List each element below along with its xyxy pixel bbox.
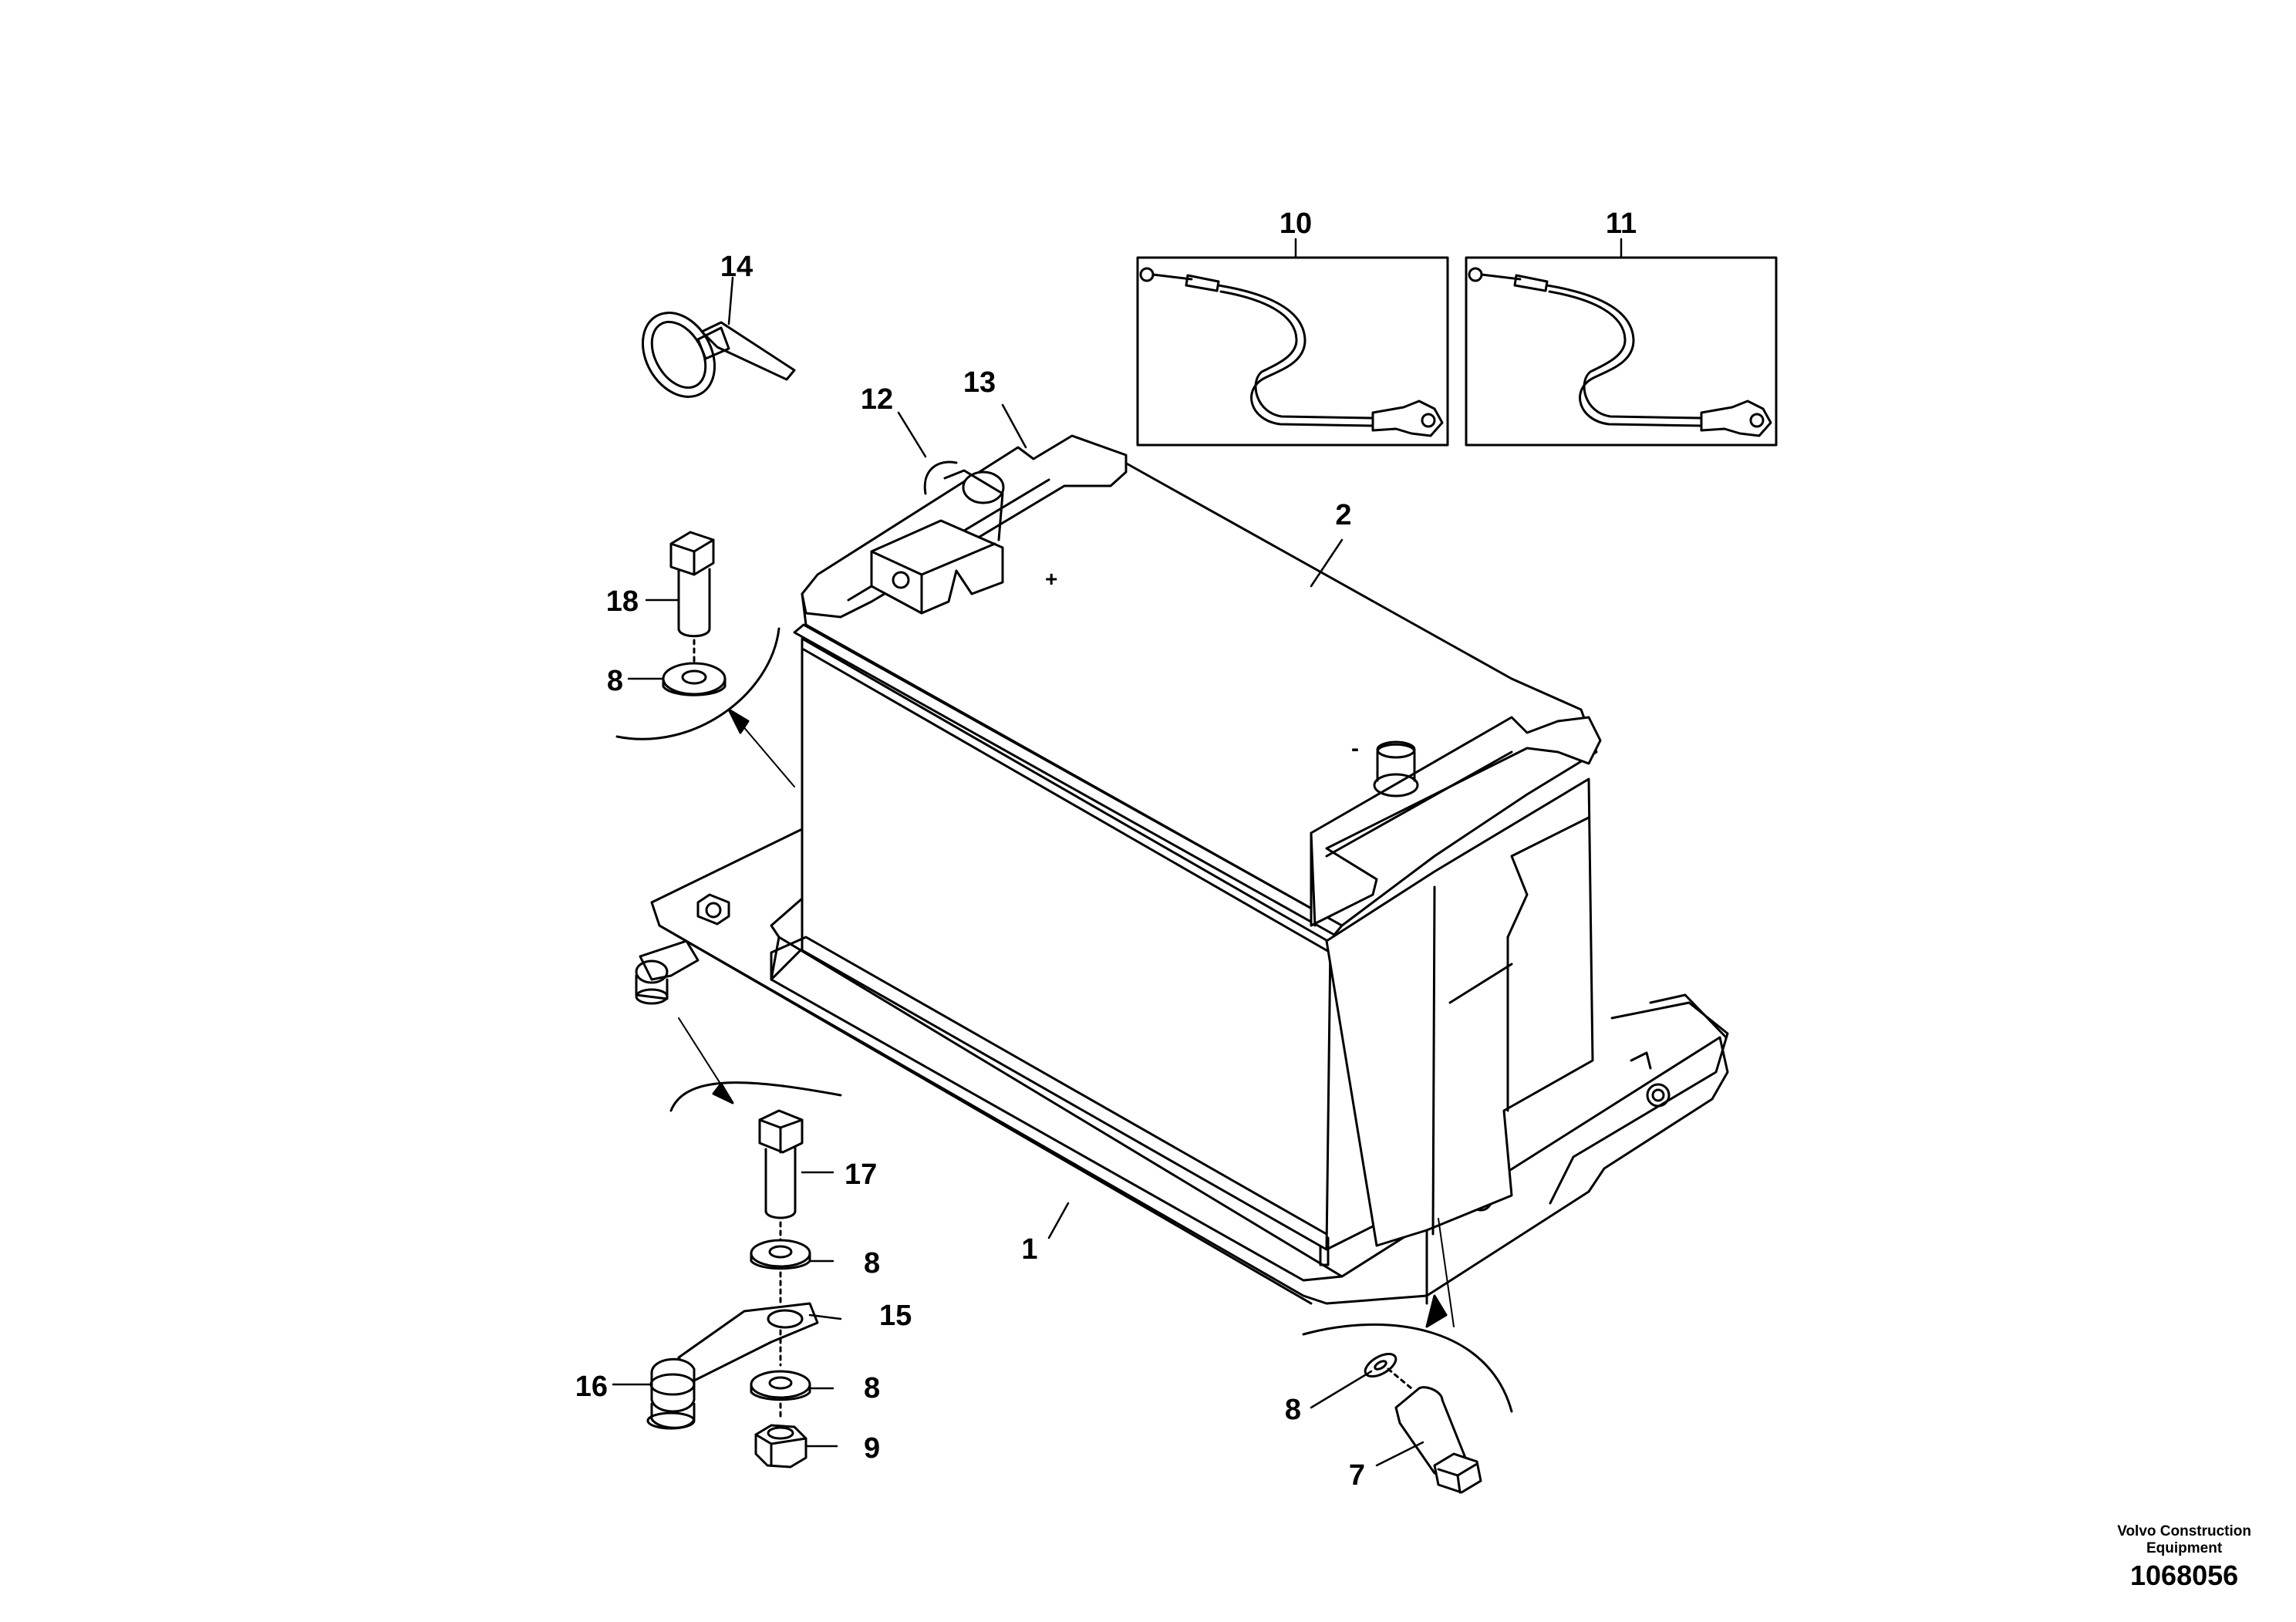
bolt-18 [669,531,715,663]
battery-cable-11 [1468,267,1772,437]
callout-16: 16 [575,1371,608,1403]
cable-tie [641,312,796,398]
callout-10: 10 [1279,207,1312,240]
callout-13: 13 [963,366,996,399]
negative-sign: - [1351,736,1359,761]
rubber-mount-16 [646,1357,696,1430]
callout-9: 9 [864,1432,880,1465]
callout-8-upper: 8 [607,665,623,697]
callout-12: 12 [861,383,893,416]
washer-8-lower [750,1329,811,1421]
leader-lines [612,238,1623,1467]
callout-8-right: 8 [1285,1394,1301,1426]
detail-circle-lower-right [1302,1218,1513,1494]
positive-terminal-clamp: + [870,460,1057,615]
brand-line-1: Volvo Construction [2117,1523,2251,1539]
callout-17: 17 [845,1158,877,1191]
bolt-7 [1394,1386,1482,1494]
washer-8-middle [750,1239,811,1305]
callout-18: 18 [606,585,639,618]
bracket-15 [677,1302,819,1382]
brand-line-2: Equipment [2146,1540,2223,1556]
bolt-17 [758,1109,804,1242]
washer-8-right [1364,1352,1413,1390]
battery-cable-10 [1139,267,1444,437]
negative-terminal: - [1351,736,1419,798]
battery-body: - + [770,434,1602,1251]
callout-14: 14 [720,251,753,283]
callout-15: 15 [879,1300,912,1332]
rubber-mount-on-tray [635,939,700,1005]
callout-7: 7 [1349,1459,1365,1492]
detail-circle-upper-left [615,531,795,787]
document-number: 1068056 [2130,1560,2239,1591]
footer: Volvo Construction Equipment 1068056 [2117,1523,2251,1593]
nut-9 [754,1424,807,1469]
callout-1: 1 [1021,1233,1037,1266]
callout-8-middle: 8 [864,1247,880,1280]
cable-inset-11 [1465,256,1778,447]
positive-sign: + [1045,567,1057,591]
washer-8-upper [662,662,727,696]
callout-11: 11 [1606,207,1637,240]
callout-2: 2 [1335,499,1351,531]
cable-inset-10 [1136,256,1449,447]
callouts: 10 11 14 12 13 2 18 8 17 1 8 15 16 8 9 8… [575,207,1637,1492]
detail-circle-lower-left [646,1017,842,1469]
callout-8-lower: 8 [864,1372,880,1404]
